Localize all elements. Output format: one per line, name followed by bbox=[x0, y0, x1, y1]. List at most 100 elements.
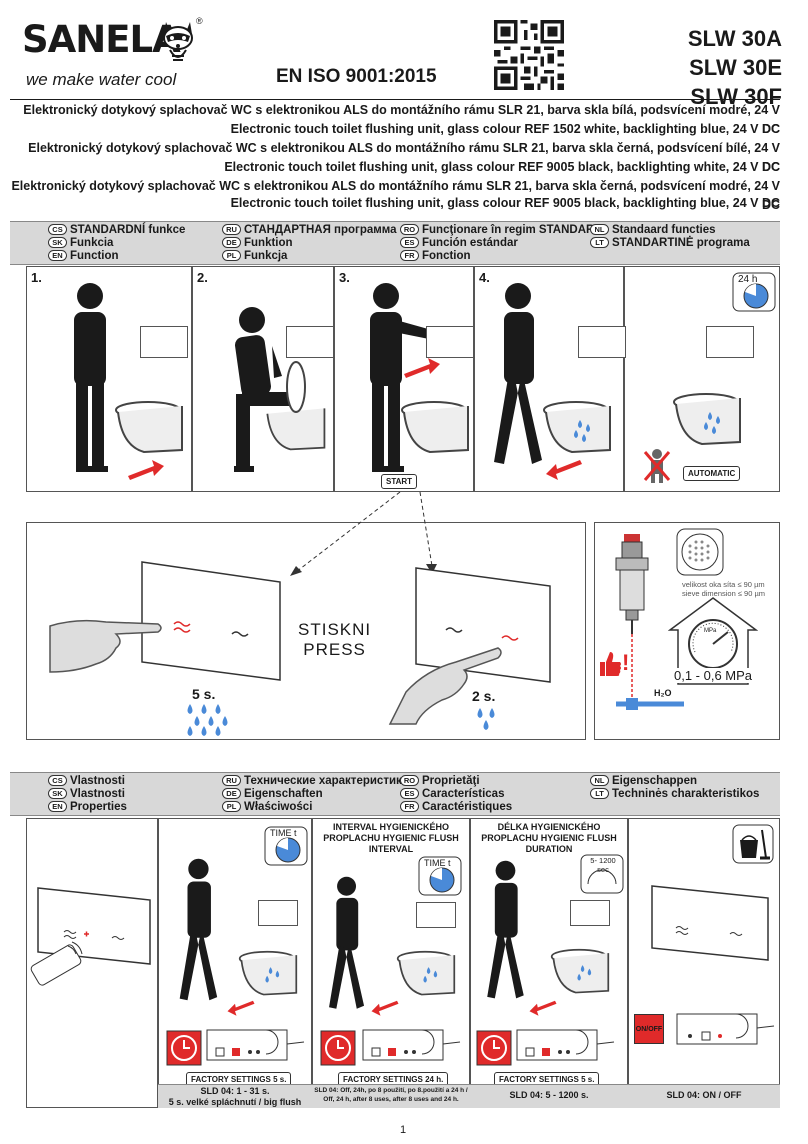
function-legend-bar bbox=[10, 221, 780, 265]
description-6: Electronic touch toilet flushing unit, g… bbox=[230, 196, 780, 210]
press-arrow-icon bbox=[404, 358, 440, 378]
press-instruction: STISKNI PRESS bbox=[298, 620, 371, 660]
approach-arrow-icon bbox=[128, 460, 164, 480]
duration-title: DÉLKA HYGIENICKÉHO PROPLACHU HYGIENIC FL… bbox=[481, 822, 617, 854]
step-panel-1 bbox=[26, 266, 192, 492]
model-1: SLW 30A bbox=[687, 26, 782, 51]
property-panel-onoff bbox=[628, 818, 780, 1108]
leave-arrow-icon bbox=[546, 460, 582, 480]
time-label: TIME t bbox=[424, 858, 451, 868]
toilet-icon bbox=[266, 408, 326, 451]
time-label: TIME t bbox=[270, 828, 297, 838]
walking-person-icon bbox=[329, 876, 365, 1009]
start-label: START bbox=[381, 474, 418, 489]
tagline: we make water cool bbox=[26, 70, 177, 89]
iso-certification: EN ISO 9001:2015 bbox=[276, 66, 437, 87]
settings-clock-icon bbox=[166, 1030, 202, 1066]
settings-clock-icon bbox=[320, 1030, 356, 1066]
duration-label: 5- 1200 sec bbox=[590, 856, 616, 874]
flush-plate-2 bbox=[286, 326, 334, 358]
leave-arrow-icon bbox=[371, 1000, 399, 1016]
filter-valve-icon bbox=[615, 534, 649, 634]
toilet-icon bbox=[115, 401, 183, 454]
control-module-icon bbox=[206, 1029, 305, 1061]
duration-timer-icon bbox=[580, 854, 624, 894]
walking-person-icon bbox=[179, 858, 218, 1001]
warning-mark: ! bbox=[622, 650, 630, 675]
toilet-flushing-icon bbox=[396, 950, 456, 996]
sieve-icon bbox=[676, 528, 724, 576]
toilet-flushing-icon bbox=[543, 401, 611, 454]
description-1: Elektronický dotykový splachovač WC s el… bbox=[23, 103, 780, 136]
big-flush-note: 5 s. velké spláchnutí / big flush bbox=[168, 1097, 302, 1107]
flush-plate-3 bbox=[426, 326, 474, 358]
step-number-4: 4. bbox=[479, 270, 490, 285]
glass-plate bbox=[37, 887, 151, 965]
toilet-seat-up-icon bbox=[286, 361, 306, 413]
dashed-arrows bbox=[290, 491, 437, 576]
long-press-duration: 5 s. bbox=[192, 686, 216, 702]
time-timer-icon bbox=[264, 826, 308, 866]
time-timer-icon bbox=[418, 856, 462, 896]
timer-24h-label: 24 h bbox=[738, 274, 758, 285]
timer-24h-icon bbox=[732, 272, 776, 312]
flush-plate-4 bbox=[578, 326, 626, 358]
step-4-walking-person-icon bbox=[494, 283, 542, 464]
flush-plate-1 bbox=[140, 326, 188, 358]
settings-clock-icon bbox=[476, 1030, 512, 1066]
step-panel-3 bbox=[334, 266, 474, 492]
water-pipe-icon bbox=[616, 634, 684, 710]
toilet-flushing-icon bbox=[238, 950, 298, 996]
water-drops-small-icon bbox=[477, 708, 495, 730]
model-list: SLW 30A SLW 30E SLW 30F bbox=[688, 24, 782, 111]
press-text-cs: STISKNI bbox=[298, 620, 372, 639]
cleaning-bucket-icon bbox=[732, 824, 774, 864]
automatic-label: AUTOMATIC bbox=[683, 466, 741, 481]
step-number-1: 1. bbox=[31, 270, 42, 285]
step-3-pressing-person-icon bbox=[370, 283, 446, 472]
qr-code-icon bbox=[494, 20, 564, 90]
thumbs-up-icon bbox=[600, 652, 621, 676]
raccoon-logo-icon bbox=[160, 16, 196, 66]
description-3: Elektronický dotykový splachovač WC s el… bbox=[28, 141, 780, 174]
model-3: SLW 30F bbox=[690, 84, 782, 109]
header-rule bbox=[10, 99, 780, 100]
brand-logo: SANELA bbox=[22, 18, 181, 61]
sieve-size-cs: velikost oka síta ≤ 90 µm bbox=[682, 580, 765, 589]
registered-mark-icon: ® bbox=[196, 16, 203, 26]
step-2-sitting-person-icon bbox=[234, 307, 292, 472]
hand-pointing-right-icon bbox=[388, 647, 502, 725]
toilet-flushing-icon bbox=[550, 948, 610, 994]
onoff-setting: SLD 04: ON / OFF bbox=[666, 1090, 742, 1100]
on-off-button[interactable]: ON/OFF bbox=[634, 1014, 664, 1044]
description-2: Electronic touch toilet flushing unit, g… bbox=[230, 122, 780, 136]
flush-plate bbox=[570, 900, 610, 926]
water-drops-big-icon bbox=[187, 704, 228, 736]
short-press-duration: 2 s. bbox=[472, 688, 496, 704]
big-flush-range-value: SLD 04: 1 - 31 s. bbox=[200, 1086, 270, 1096]
step-number-3: 3. bbox=[339, 270, 350, 285]
step-number-2: 2. bbox=[197, 270, 208, 285]
page-number: 1 bbox=[400, 1124, 407, 1136]
flush-plate-5 bbox=[706, 326, 754, 358]
properties-footer-bar bbox=[158, 1084, 780, 1108]
sieve-size-en: sieve dimension ≤ 90 µm bbox=[682, 589, 766, 598]
description-5: Elektronický dotykový splachovač WC s el… bbox=[11, 179, 780, 212]
control-module-icon bbox=[516, 1029, 615, 1061]
interval-title: INTERVAL HYGIENICKÉHO PROPLACHU HYGIENIC… bbox=[323, 822, 459, 854]
duration-range: SLD 04: 5 - 1200 s. bbox=[509, 1090, 589, 1100]
step-1-standing-person-icon bbox=[74, 283, 108, 472]
press-text-en: PRESS bbox=[303, 640, 366, 659]
interval-options: SLD 04: Off, 24h, po 8 použití, po 8.pou… bbox=[314, 1087, 468, 1103]
toilet-flushing-icon bbox=[673, 393, 741, 446]
hand-pointing-left-icon bbox=[49, 619, 162, 673]
flush-plate bbox=[416, 902, 456, 928]
water-label: H₂O bbox=[654, 688, 672, 698]
glass-plate-right bbox=[415, 567, 551, 683]
